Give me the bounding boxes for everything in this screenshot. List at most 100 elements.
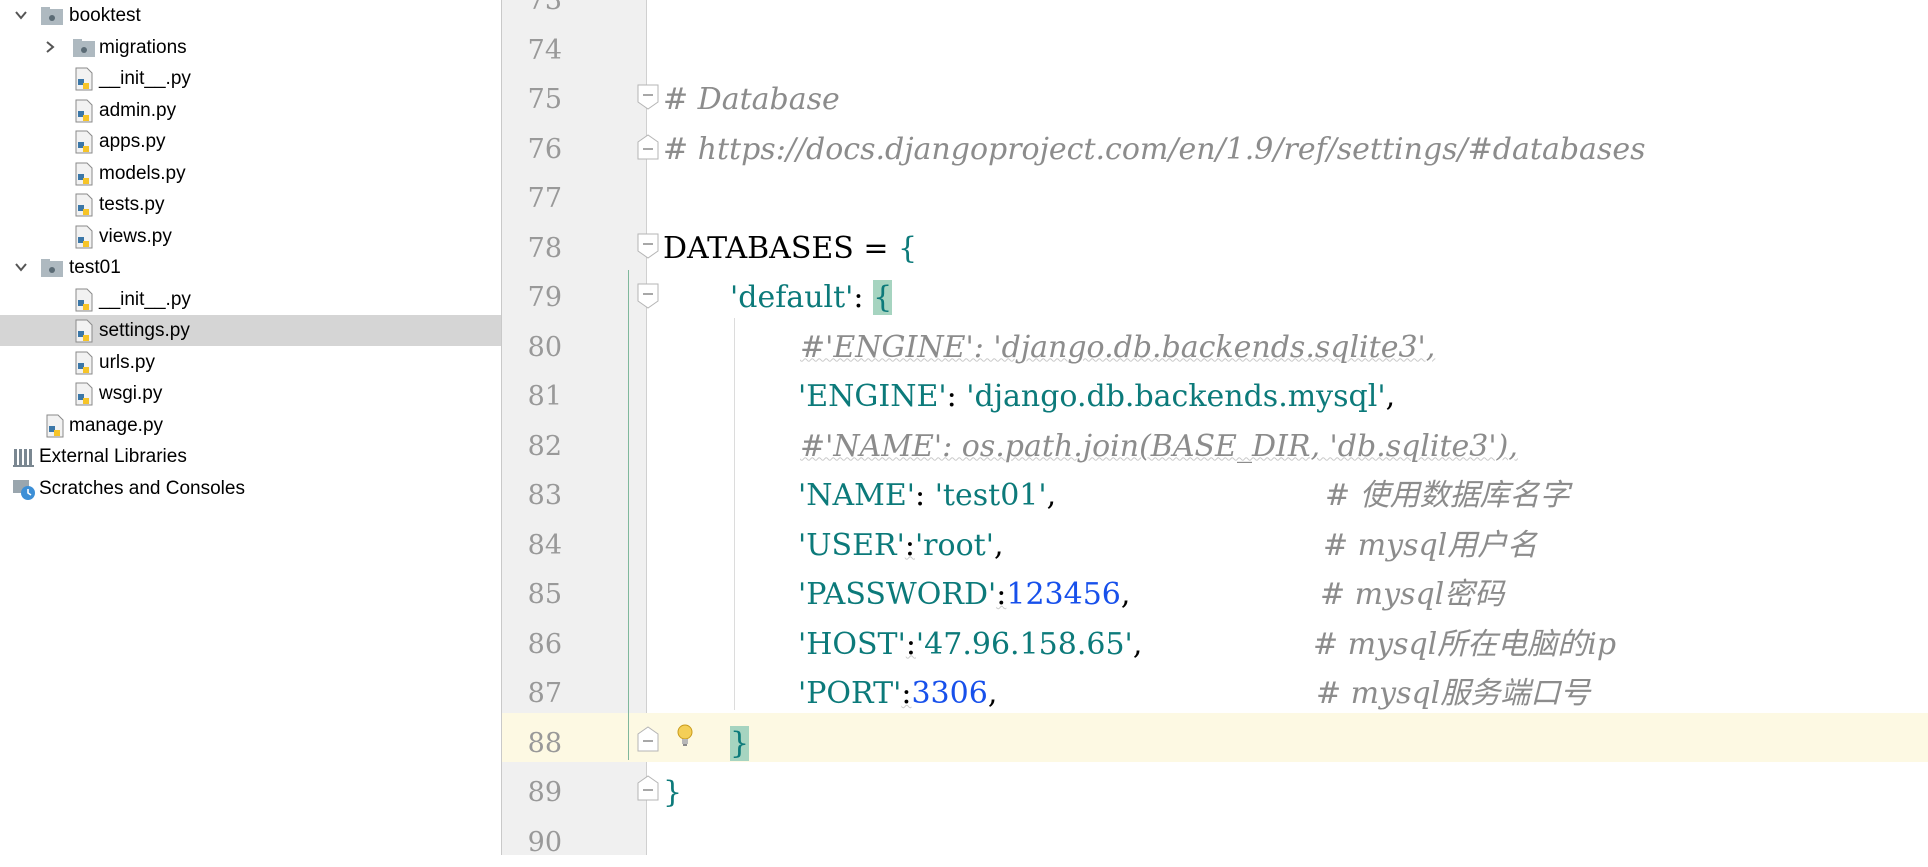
line-number: 76 — [502, 125, 562, 175]
scope-guide-line — [628, 270, 629, 760]
tree-item-label: __init__.py — [99, 284, 191, 315]
code-token: 123456 — [1006, 577, 1121, 612]
code-token: , — [1047, 478, 1057, 513]
matched-brace: { — [873, 280, 892, 315]
scratches-icon — [12, 477, 36, 501]
caret-line-highlight — [502, 713, 1928, 762]
tree-item-file[interactable]: urls.py — [0, 347, 501, 378]
code-token: : — [905, 528, 915, 563]
line-number: 82 — [502, 422, 562, 472]
code-line-76: # https://docs.djangoproject.com/en/1.9/… — [663, 125, 1645, 175]
tree-item-file[interactable]: views.py — [0, 221, 501, 252]
code-token: : — [901, 676, 911, 711]
code-token: #'NAME': os.path.join(BASE_DIR, 'db.sqli… — [800, 429, 1518, 464]
library-icon — [12, 445, 36, 469]
code-line-78: DATABASES = { — [663, 224, 917, 274]
code-token: : — [915, 478, 935, 513]
fold-end-icon[interactable] — [636, 775, 660, 801]
code-line-89: } — [663, 768, 682, 818]
code-token: 'root' — [915, 528, 994, 563]
code-comment: # 使用数据库名字 — [1325, 471, 1570, 521]
line-number: 75 — [502, 75, 562, 125]
tree-item-label: settings.py — [99, 315, 190, 346]
fold-end-icon[interactable] — [636, 726, 660, 752]
line-number: 79 — [502, 273, 562, 323]
package-folder-icon — [40, 256, 64, 280]
line-number: 78 — [502, 224, 562, 274]
fold-start-icon[interactable] — [636, 84, 660, 110]
line-number: 89 — [502, 768, 562, 818]
tree-item-file[interactable]: __init__.py — [0, 284, 501, 315]
code-token: 'NAME' — [798, 478, 915, 513]
tree-item-label: External Libraries — [39, 441, 187, 472]
fold-start-icon[interactable] — [636, 233, 660, 259]
code-line-85: 'PASSWORD':123456, — [798, 570, 1130, 620]
chevron-down-icon[interactable] — [14, 260, 28, 274]
code-comment: # mysql密码 — [1320, 570, 1504, 620]
tree-item-file[interactable]: apps.py — [0, 126, 501, 157]
tree-item-label: views.py — [99, 221, 172, 252]
tree-item-label: Scratches and Consoles — [39, 473, 245, 504]
line-number: 84 — [502, 521, 562, 571]
code-line-80: #'ENGINE': 'django.db.backends.sqlite3', — [800, 323, 1435, 373]
tree-item-file[interactable]: wsgi.py — [0, 378, 501, 409]
code-token: DATABASES = — [663, 231, 898, 266]
tree-item-file[interactable]: __init__.py — [0, 63, 501, 94]
tree-item-settings-selected[interactable]: settings.py — [0, 315, 501, 346]
code-token: 3306 — [911, 676, 987, 711]
chevron-right-icon[interactable] — [43, 40, 57, 54]
code-token: , — [994, 528, 1004, 563]
tree-item-file[interactable]: models.py — [0, 158, 501, 189]
line-number: 85 — [502, 570, 562, 620]
lightbulb-icon[interactable] — [675, 722, 695, 750]
code-line-86: 'HOST':'47.96.158.65', — [798, 620, 1142, 670]
python-file-icon — [72, 225, 96, 249]
line-number: 80 — [502, 323, 562, 373]
python-file-icon — [72, 193, 96, 217]
code-token: , — [1121, 577, 1131, 612]
line-number: 87 — [502, 669, 562, 719]
tree-item-file[interactable]: manage.py — [0, 410, 501, 441]
tree-item-label: test01 — [69, 252, 121, 283]
code-comment: # mysql用户名 — [1323, 521, 1537, 571]
line-number: 86 — [502, 620, 562, 670]
code-line-87: 'PORT':3306, — [798, 669, 997, 719]
tree-item-scratches[interactable]: Scratches and Consoles — [0, 473, 501, 504]
code-token: : — [906, 627, 916, 662]
tree-item-label: migrations — [99, 32, 187, 63]
python-file-icon — [72, 99, 96, 123]
line-number: 90 — [502, 818, 562, 867]
python-file-icon — [72, 162, 96, 186]
tree-item-external-libraries[interactable]: External Libraries — [0, 441, 501, 472]
line-number: 83 — [502, 471, 562, 521]
tree-item-label: urls.py — [99, 347, 155, 378]
code-token: 'test01' — [935, 478, 1047, 513]
code-token: 'django.db.backends.mysql' — [966, 379, 1385, 414]
package-folder-icon — [72, 36, 96, 60]
code-line-82: #'NAME': os.path.join(BASE_DIR, 'db.sqli… — [800, 422, 1518, 472]
code-comment: # mysql所在电脑的ip — [1313, 620, 1616, 670]
code-line-83: 'NAME': 'test01', — [798, 471, 1056, 521]
tree-item-file[interactable]: tests.py — [0, 189, 501, 220]
tree-item-label: booktest — [69, 0, 141, 31]
project-tree: booktest migrations __init__.py admin.py… — [0, 0, 501, 855]
line-number: 81 — [502, 372, 562, 422]
python-file-icon — [72, 288, 96, 312]
tree-item-label: admin.py — [99, 95, 176, 126]
code-line-79: 'default': { — [730, 273, 892, 323]
tree-item-label: manage.py — [69, 410, 163, 441]
line-number: 74 — [502, 26, 562, 76]
tree-item-label: tests.py — [99, 189, 164, 220]
tree-item-test01[interactable]: test01 — [0, 252, 501, 283]
code-token: 'default' — [730, 280, 853, 315]
fold-end-icon[interactable] — [636, 134, 660, 160]
tree-item-migrations[interactable]: migrations — [0, 32, 501, 63]
python-file-icon — [72, 319, 96, 343]
chevron-down-icon[interactable] — [14, 8, 28, 22]
tree-item-file[interactable]: admin.py — [0, 95, 501, 126]
line-number: 77 — [502, 174, 562, 224]
fold-start-icon[interactable] — [636, 283, 660, 309]
tree-item-booktest[interactable]: booktest — [0, 0, 501, 31]
tree-item-label: models.py — [99, 158, 186, 189]
python-file-icon — [72, 382, 96, 406]
